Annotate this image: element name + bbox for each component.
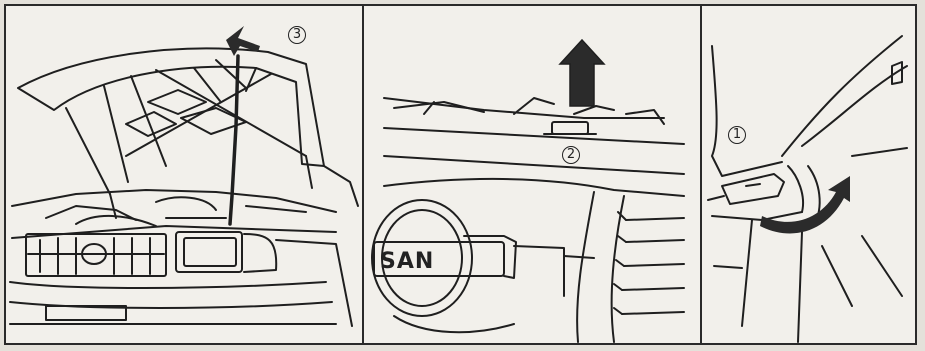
grille-emblem-text: SAN: [380, 249, 434, 274]
grille-latch-illustration: SAN: [371, 38, 685, 343]
callout-2: 2: [562, 146, 580, 164]
release-lever-illustration: [707, 35, 908, 343]
curved-arrow-icon: [760, 176, 850, 234]
up-arrow-icon: [226, 26, 260, 56]
callout-1: 1: [728, 126, 746, 144]
callout-3: 3: [288, 26, 306, 44]
panel-hood-open: 3: [6, 6, 362, 343]
up-arrow-icon: [558, 38, 606, 107]
panel-release-lever: 1: [700, 6, 915, 343]
panel-grille-latch: SAN 2: [362, 6, 702, 343]
illustration-frame: 3: [4, 4, 917, 345]
hood-open-illustration: [9, 26, 359, 327]
